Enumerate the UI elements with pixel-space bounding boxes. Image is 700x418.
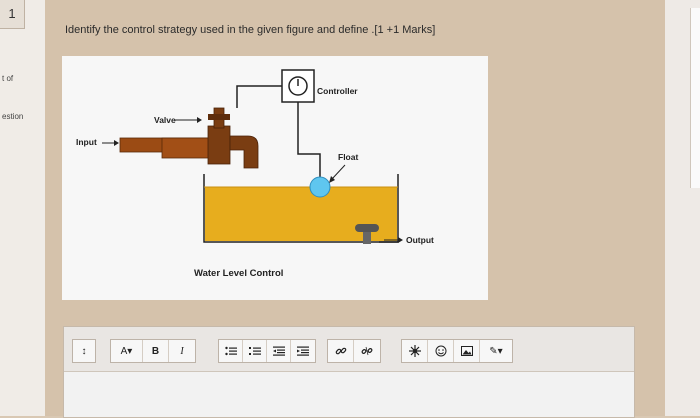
special-char-icon[interactable] <box>402 340 428 362</box>
question-nav-panel: 1 t of estion <box>0 0 46 416</box>
bullet-list-icon[interactable] <box>219 340 243 362</box>
output-valve-stem <box>363 232 371 244</box>
image-icon[interactable] <box>454 340 480 362</box>
float-label: Float <box>338 152 358 162</box>
controller-label: Controller <box>317 86 358 96</box>
figure-caption: Water Level Control <box>194 268 283 279</box>
right-panel-box <box>690 8 700 188</box>
unlink-icon[interactable] <box>354 340 380 362</box>
toolbar-group-lists <box>218 339 316 363</box>
numbered-list-icon[interactable] <box>243 340 267 362</box>
water-level-diagram: Controller Valve Input Float Output Wate… <box>76 69 434 279</box>
link-icon[interactable] <box>328 340 354 362</box>
answer-editor: ↕ A▾ B I <box>63 326 635 418</box>
output-valve-knob <box>355 224 379 232</box>
question-prompt: Identify the control strategy used in th… <box>65 24 436 36</box>
bold-button[interactable]: B <box>143 340 169 362</box>
answer-text-area[interactable] <box>64 372 634 417</box>
output-label: Output <box>406 235 434 245</box>
float-arrow <box>331 164 346 180</box>
nav-text-question: estion <box>2 112 24 121</box>
indent-increase-icon[interactable] <box>291 340 315 362</box>
italic-button[interactable]: I <box>180 345 184 357</box>
float-ball <box>309 176 331 198</box>
font-dropdown-button[interactable]: A▾ <box>111 340 143 362</box>
valve-body <box>207 125 231 165</box>
float-rod <box>297 102 321 184</box>
controller-valve-line <box>236 85 282 108</box>
question-number-box[interactable]: 1 <box>0 0 25 29</box>
valve-handle <box>208 114 230 120</box>
editor-toolbar: ↕ A▾ B I <box>64 327 634 372</box>
nav-text-of: t of <box>2 74 14 83</box>
toolbar-group-links <box>327 339 381 363</box>
question-figure: Controller Valve Input Float Output Wate… <box>62 56 488 300</box>
controller-box <box>281 69 315 103</box>
emoji-icon[interactable] <box>428 340 454 362</box>
toolbar-group-format: A▾ B I <box>110 339 196 363</box>
input-label: Input <box>76 137 97 147</box>
valve-spout <box>229 135 259 169</box>
indent-decrease-icon[interactable] <box>267 340 291 362</box>
tank-outline <box>203 174 399 243</box>
toolbar-group-paragraph: ↕ <box>72 339 96 363</box>
insert-dropdown-button[interactable]: ✎▾ <box>489 345 503 357</box>
valve-label: Valve <box>154 115 176 125</box>
question-content-area: Identify the control strategy used in th… <box>45 0 665 418</box>
toolbar-group-insert: ✎▾ <box>401 339 513 363</box>
paragraph-toggle-button[interactable]: ↕ <box>81 345 87 357</box>
